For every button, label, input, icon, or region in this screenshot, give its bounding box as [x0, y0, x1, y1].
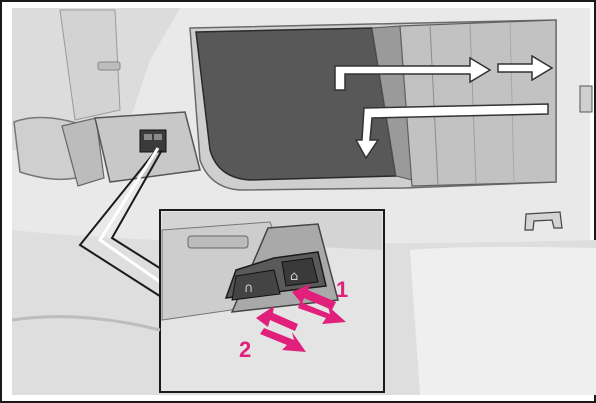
tilt-icon: ⌂ — [290, 269, 298, 284]
visor-clip — [98, 62, 120, 70]
headliner-light-right — [410, 247, 596, 395]
sunshade-panel — [400, 20, 556, 186]
inset-lamp-slot — [188, 236, 248, 248]
switch-button-small-a — [144, 134, 152, 140]
callout-2: 2 — [239, 337, 251, 362]
callout-1: 1 — [336, 277, 348, 302]
switch-button-small-b — [154, 134, 162, 140]
console-switch-small — [140, 130, 166, 152]
side-hook — [580, 86, 592, 112]
slide-icon: ∩ — [244, 281, 254, 296]
switch-inset: ⌂ ∩ 1 2 — [160, 210, 384, 392]
tilt-switch-button — [282, 258, 318, 286]
